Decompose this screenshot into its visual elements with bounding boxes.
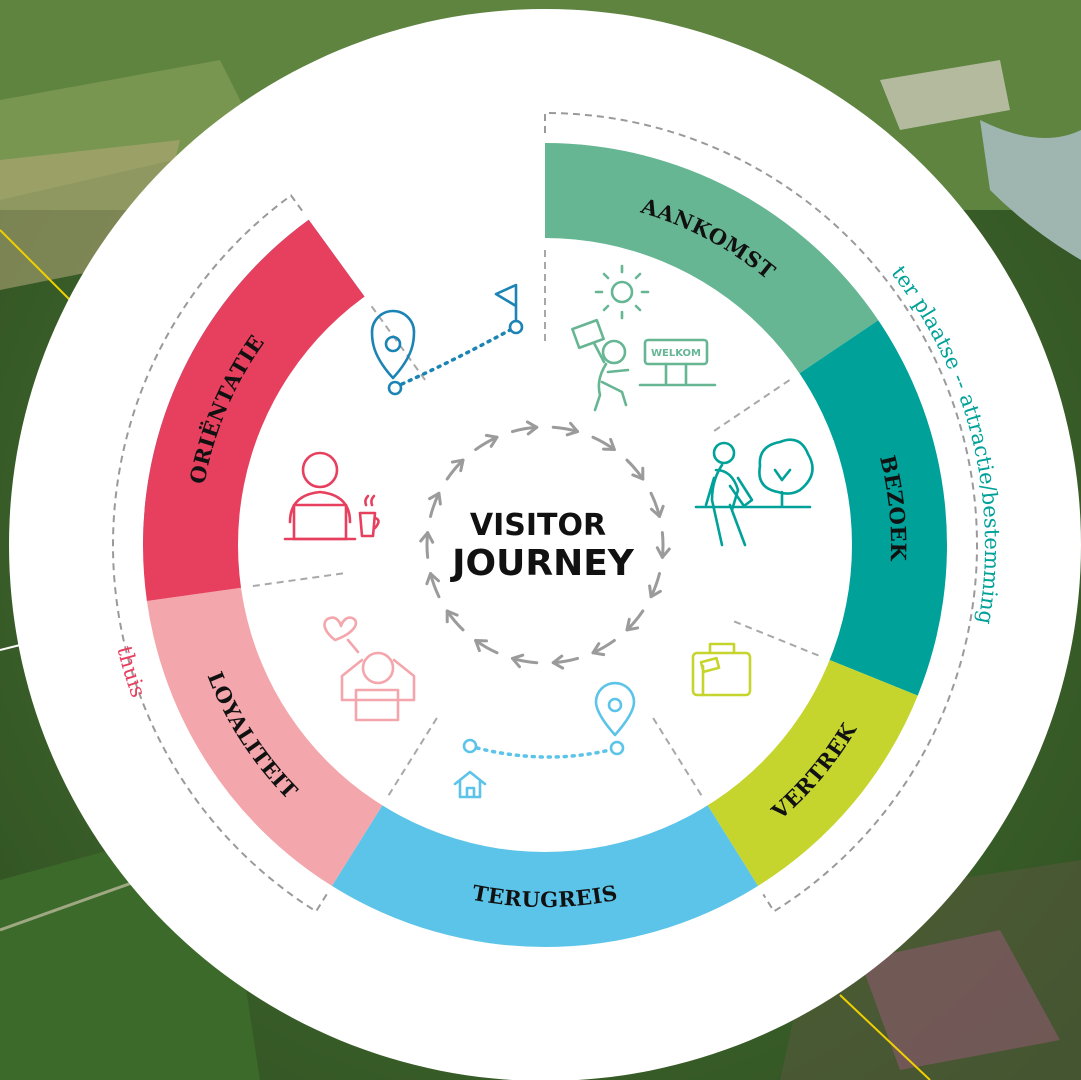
sector-divider-2: [730, 618, 819, 657]
sector-divider-6: [370, 305, 429, 384]
cycle-arrow-head: [425, 572, 441, 586]
cycle-arrow-head: [565, 421, 580, 437]
cycle-arrow-head: [510, 653, 525, 669]
segment-ring: REISAANKOMSTBEZOEKVERTREKTERUGREISLOYALI…: [143, 143, 947, 947]
segment-aankomst: [545, 143, 879, 375]
cycle-arrow-head: [428, 491, 442, 506]
segment-vertrek: [706, 659, 918, 886]
cycle-arrow-head: [419, 531, 435, 544]
sector-divider-3: [650, 714, 703, 796]
sector-divider-1: [710, 379, 791, 434]
sector-divider-4: [387, 714, 440, 796]
cycle-arrow-head: [484, 433, 499, 448]
relaxing-person-laptop-heart-icon: [323, 616, 416, 722]
cycle-arrow-head: [655, 546, 671, 559]
cycle-arrow-head: [648, 584, 662, 599]
sector-divider-5: [252, 571, 348, 588]
walking-person-tree-icon: [694, 438, 814, 547]
segment-bezoek: [797, 320, 947, 696]
map-pin-flag-route-icon: [370, 283, 524, 396]
right-bracket-on-site: [544, 111, 978, 913]
cycle-arrow-head: [525, 420, 539, 436]
left-bracket-home: [112, 194, 328, 913]
welcome-sign-text: WELKOM: [651, 348, 701, 359]
sector-dividers: [252, 250, 819, 796]
segment-loyaliteit: [146, 587, 384, 886]
cycle-arrow-shaft: [425, 531, 430, 559]
cycle-arrows: [419, 420, 671, 670]
cycle-arrow-head: [625, 617, 640, 632]
cycle-arrow-head: [551, 654, 565, 670]
return-route-home-pin-icon: [453, 681, 636, 799]
segment-orientatie: [143, 219, 366, 601]
cycle-arrow-head: [474, 638, 488, 653]
arrival-traveler-welcome-icon: WELKOM: [571, 264, 717, 412]
cycle-arrow-head: [602, 437, 616, 452]
center-title-line2: JOURNEY: [449, 543, 635, 584]
cycle-arrow-head: [450, 458, 465, 473]
cycle-arrow-head: [631, 466, 645, 481]
cycle-arrow-head: [591, 642, 606, 657]
cycle-arrow-shaft: [660, 531, 665, 559]
person-laptop-coffee-icon: [283, 451, 380, 541]
cycle-arrow-head: [649, 504, 665, 518]
center-title-line1: VISITOR: [470, 508, 606, 543]
suitcase-icon: [691, 642, 752, 697]
segment-terugreis: [331, 803, 759, 947]
cycle-arrow-head: [445, 609, 459, 624]
